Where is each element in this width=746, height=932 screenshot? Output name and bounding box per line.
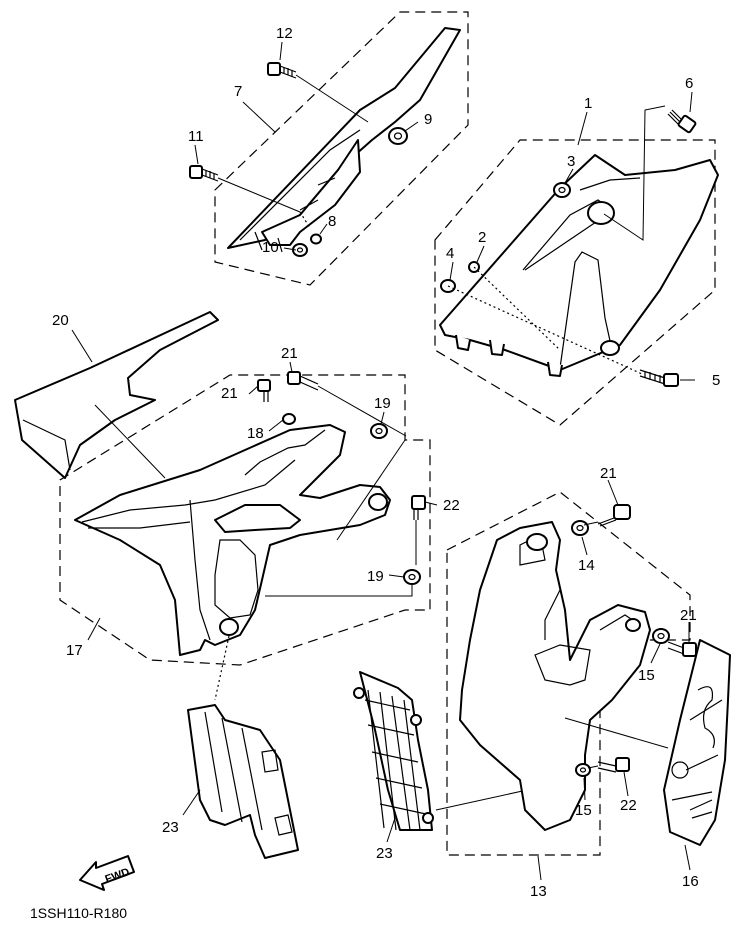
callout-22-b: 22 bbox=[620, 797, 637, 814]
callout-20: 20 bbox=[52, 312, 69, 329]
part-21-bolt-d bbox=[667, 641, 697, 657]
part-17-shroud bbox=[74, 424, 391, 656]
callout-15-b: 15 bbox=[575, 802, 592, 819]
part-16-decal bbox=[663, 639, 731, 846]
callout-3: 3 bbox=[567, 153, 575, 170]
callout-7: 7 bbox=[234, 83, 242, 100]
part-21-bolt-c bbox=[597, 504, 631, 527]
callout-10: 10 bbox=[262, 239, 279, 256]
callout-14: 14 bbox=[578, 557, 595, 574]
part-22-bolt-b bbox=[597, 757, 630, 773]
part-19-grommet-b bbox=[403, 569, 421, 585]
callout-21-c: 21 bbox=[600, 465, 617, 482]
part-21-bolt-a bbox=[257, 379, 271, 402]
part-13-side-panel bbox=[459, 521, 651, 831]
callout-19-b: 19 bbox=[367, 568, 384, 585]
part-19-grommet-a bbox=[370, 423, 388, 439]
part-6-bolt bbox=[667, 109, 697, 134]
part-15-grommet-a bbox=[652, 628, 670, 644]
assembly-1-outline bbox=[434, 139, 716, 426]
callout-15-a: 15 bbox=[638, 667, 655, 684]
callout-9: 9 bbox=[424, 111, 432, 128]
callout-6: 6 bbox=[685, 75, 693, 92]
callout-19-a: 19 bbox=[374, 395, 391, 412]
callout-21-a: 21 bbox=[281, 345, 298, 362]
part-14-grommet bbox=[571, 520, 589, 536]
part-9-washer bbox=[388, 127, 408, 145]
assembly-13-outline bbox=[446, 491, 691, 856]
part-7-rail-cover bbox=[227, 27, 461, 253]
diagram-code: 1SSH110-R180 bbox=[30, 905, 127, 921]
callout-23-a: 23 bbox=[162, 819, 179, 836]
part-21-bolt-b bbox=[287, 371, 319, 391]
callout-12: 12 bbox=[276, 25, 293, 42]
callout-5: 5 bbox=[712, 372, 720, 389]
part-20-decal bbox=[14, 311, 219, 479]
callout-17: 17 bbox=[66, 642, 83, 659]
part-11-bolt bbox=[189, 165, 219, 182]
assembly-7-outline bbox=[214, 11, 469, 286]
part-5-bolt bbox=[639, 369, 679, 387]
callout-22-a: 22 bbox=[443, 497, 460, 514]
callout-21-d: 21 bbox=[680, 607, 697, 624]
fwd-arrow-icon: FWD bbox=[79, 855, 135, 891]
callout-21-b: 21 bbox=[221, 385, 238, 402]
part-22-bolt-a bbox=[411, 495, 426, 520]
callout-4: 4 bbox=[446, 245, 454, 262]
callout-13: 13 bbox=[530, 883, 547, 900]
callout-11: 11 bbox=[188, 128, 204, 145]
part-18-collar bbox=[282, 413, 296, 425]
part-23-guard-left bbox=[187, 704, 299, 859]
callout-18: 18 bbox=[247, 425, 264, 442]
callout-16: 16 bbox=[682, 873, 699, 890]
callout-1: 1 bbox=[584, 95, 592, 112]
callout-8: 8 bbox=[328, 213, 336, 230]
part-1-side-cover bbox=[439, 154, 719, 377]
part-8-collar bbox=[310, 233, 322, 245]
part-3-grommet bbox=[553, 182, 571, 198]
callout-2: 2 bbox=[478, 229, 486, 246]
part-12-bolt bbox=[267, 62, 297, 79]
part-15-grommet-b bbox=[575, 763, 591, 777]
callout-23-b: 23 bbox=[376, 845, 393, 862]
part-23-guard-right bbox=[353, 671, 434, 831]
